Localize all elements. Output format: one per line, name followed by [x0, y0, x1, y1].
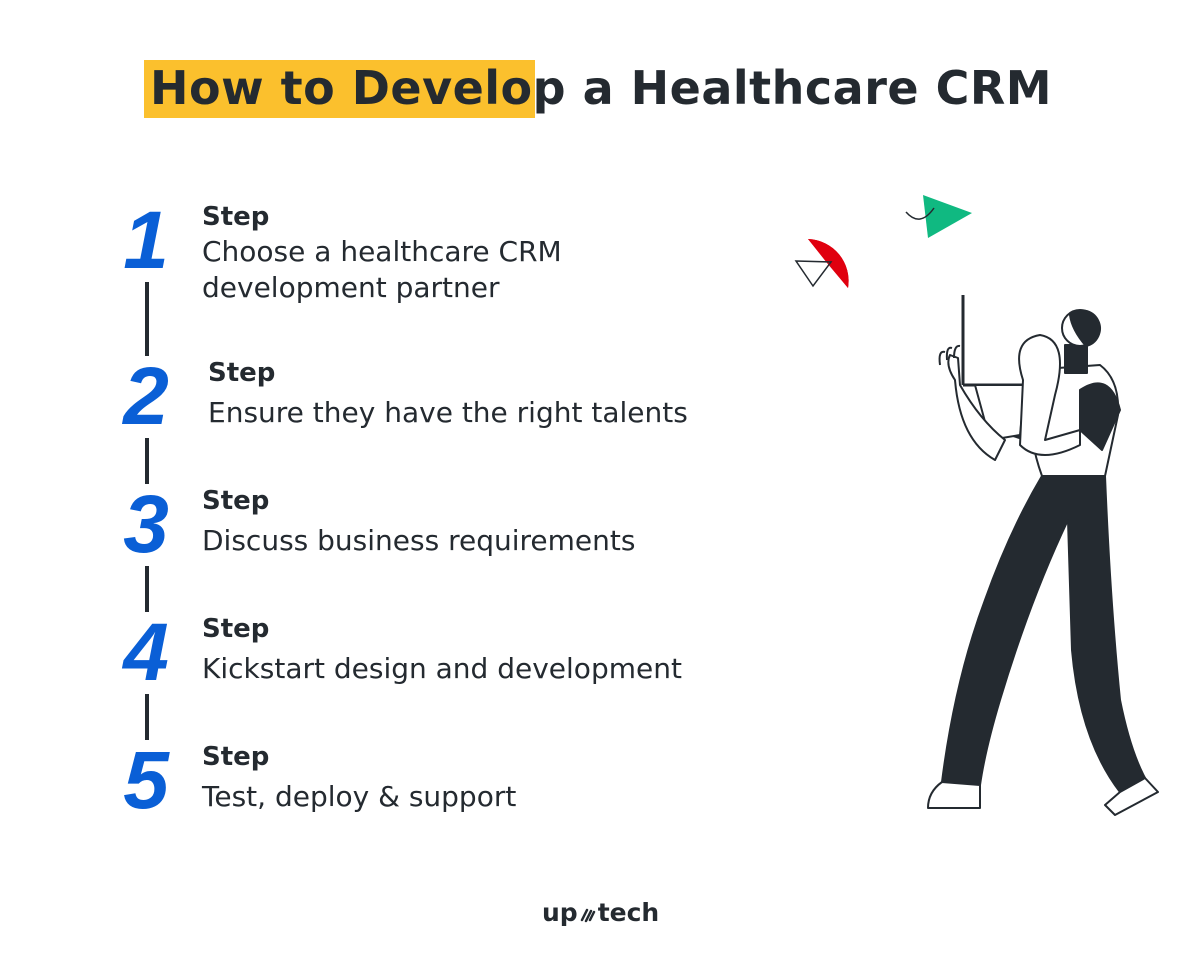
step-label: Step [202, 486, 270, 516]
step-label: Step [202, 614, 270, 644]
title-highlight [144, 60, 535, 118]
person-figure [927, 295, 1159, 816]
step-number: 3 [106, 484, 186, 566]
step-description-line-1: Choose a healthcare CRM [202, 235, 562, 268]
step-description-line-2: development partner [202, 271, 500, 304]
step-description-line-1: Ensure they have the right talents [208, 396, 688, 429]
green-triangle-icon [905, 195, 972, 238]
step-number: 4 [106, 612, 186, 694]
red-semicircle-icon [808, 239, 849, 288]
step-number: 2 [106, 356, 186, 438]
page-title: How to Develop a Healthcare CRM [150, 61, 1053, 115]
step-label: Step [202, 742, 270, 772]
outline-triangle-icon [794, 260, 833, 288]
step-label: Step [208, 358, 276, 388]
step-description-line-1: Test, deploy & support [202, 780, 517, 813]
step-description-line-1: Kickstart design and development [202, 652, 682, 685]
step-number: 1 [106, 200, 186, 282]
logo-text-left: up [542, 898, 578, 927]
person-with-laptop-illustration [794, 195, 1159, 816]
logo-mark-icon [580, 908, 595, 923]
step-description-line-1: Discuss business requirements [202, 524, 636, 557]
logo-text-right: tech [597, 898, 660, 927]
step-number: 5 [106, 740, 186, 822]
step-label: Step [202, 202, 270, 232]
